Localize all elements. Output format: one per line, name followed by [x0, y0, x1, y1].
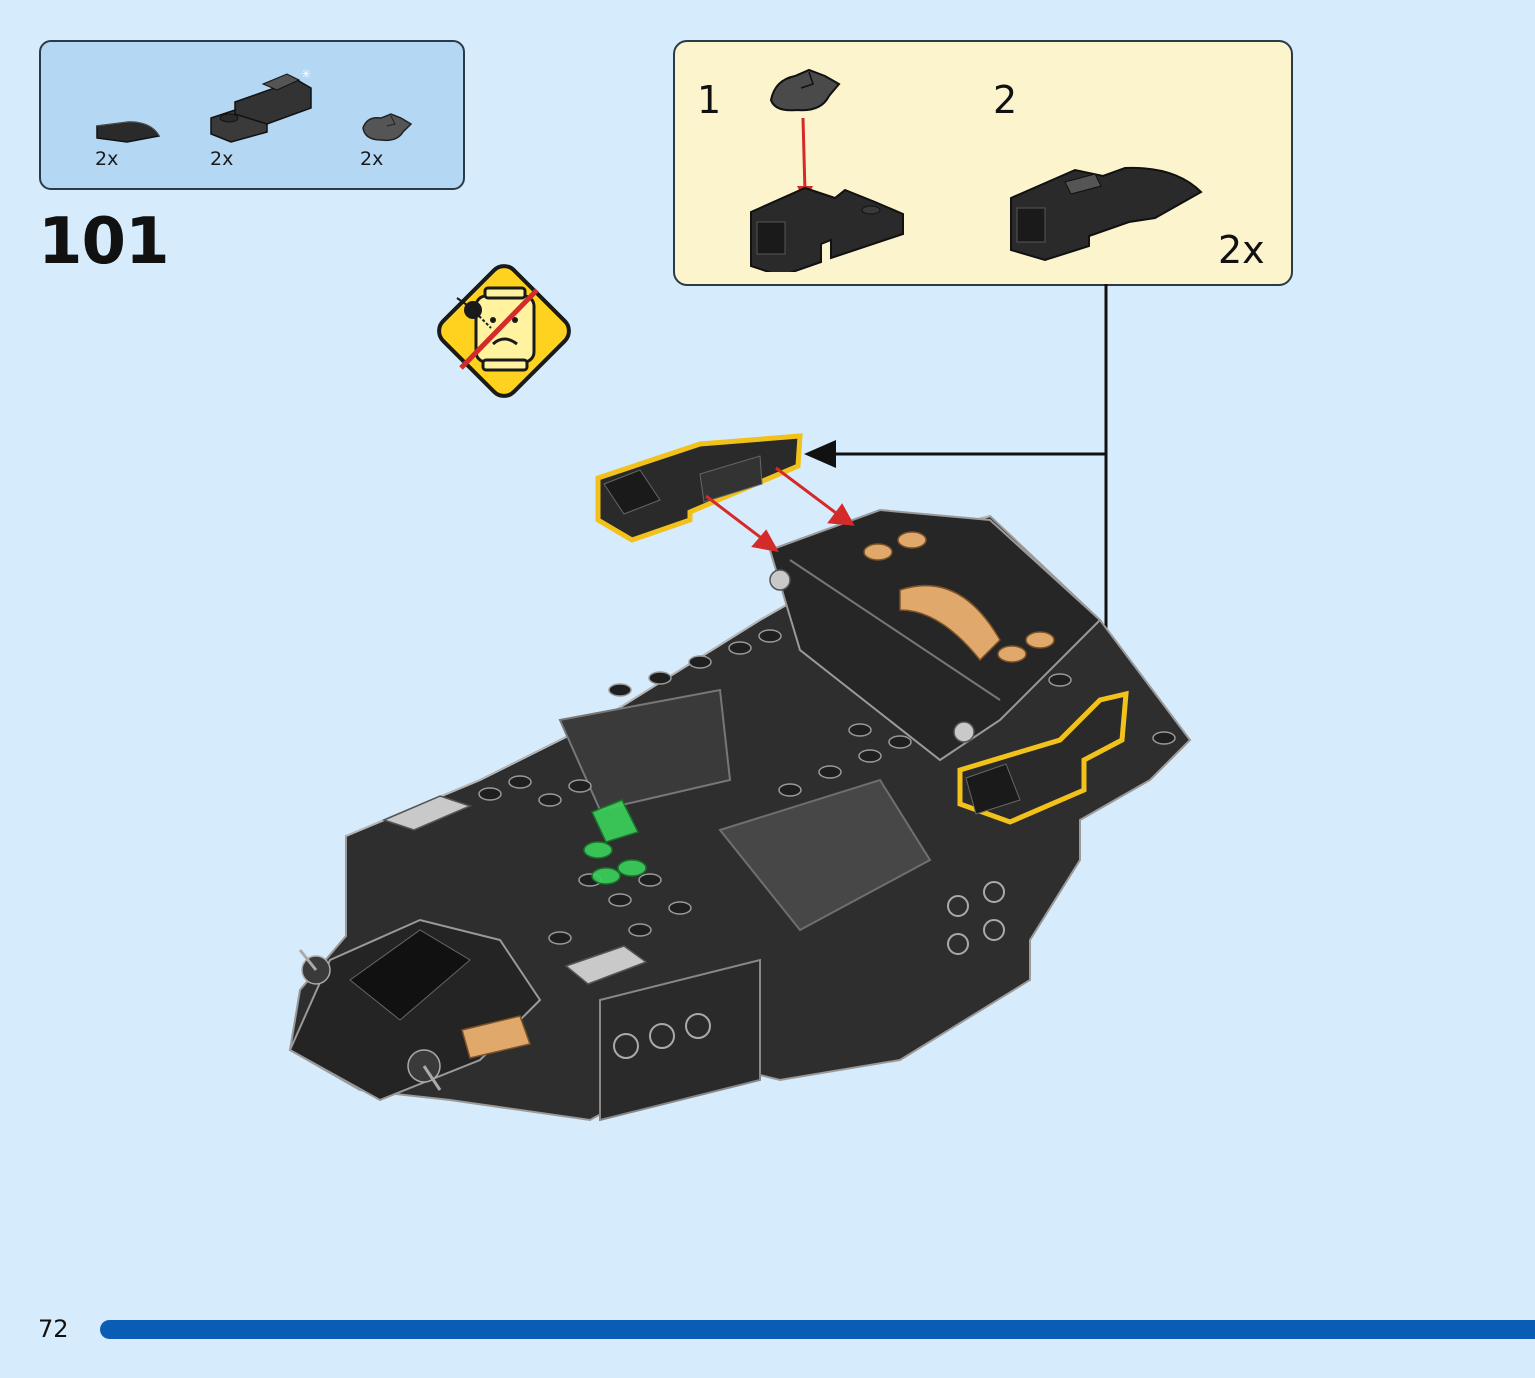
no-aiming-at-face-warning-icon: [437, 264, 571, 398]
placement-arrows: [705, 466, 855, 553]
part-qty: 2x: [360, 148, 384, 170]
substep-number: 1: [697, 78, 722, 122]
vehicle-body: [288, 508, 1192, 1122]
parts-list-box: 2x ✳ 2x 2x: [39, 40, 465, 190]
tan-pieces: [461, 531, 1055, 1059]
substep-number: 2: [993, 78, 1018, 122]
part-qty: 2x: [210, 148, 234, 170]
subassembly-multiplier: 2x: [1218, 228, 1265, 272]
clip-part-icon: [362, 113, 413, 142]
main-model-illustration: [288, 284, 1192, 1122]
plate-with-clip-part-icon: ✳: [210, 67, 312, 143]
curved-slope-part-icon: [96, 121, 161, 143]
callout-arrow-left: [804, 440, 836, 468]
svg-text:✳: ✳: [301, 67, 311, 81]
step-number: 101: [38, 205, 170, 279]
page-number: 72: [38, 1315, 69, 1343]
part-qty: 2x: [95, 148, 119, 170]
light-grey-pieces: [381, 569, 975, 985]
trans-green-pieces: [583, 799, 647, 885]
studs: [478, 629, 1176, 945]
progress-bar: [100, 1320, 1535, 1339]
substep-1-illustration: [750, 68, 904, 272]
subassembly-box: 1 2 2x: [673, 40, 1293, 286]
front-axle: [298, 949, 442, 1091]
substep-2-illustration: [1010, 166, 1203, 262]
